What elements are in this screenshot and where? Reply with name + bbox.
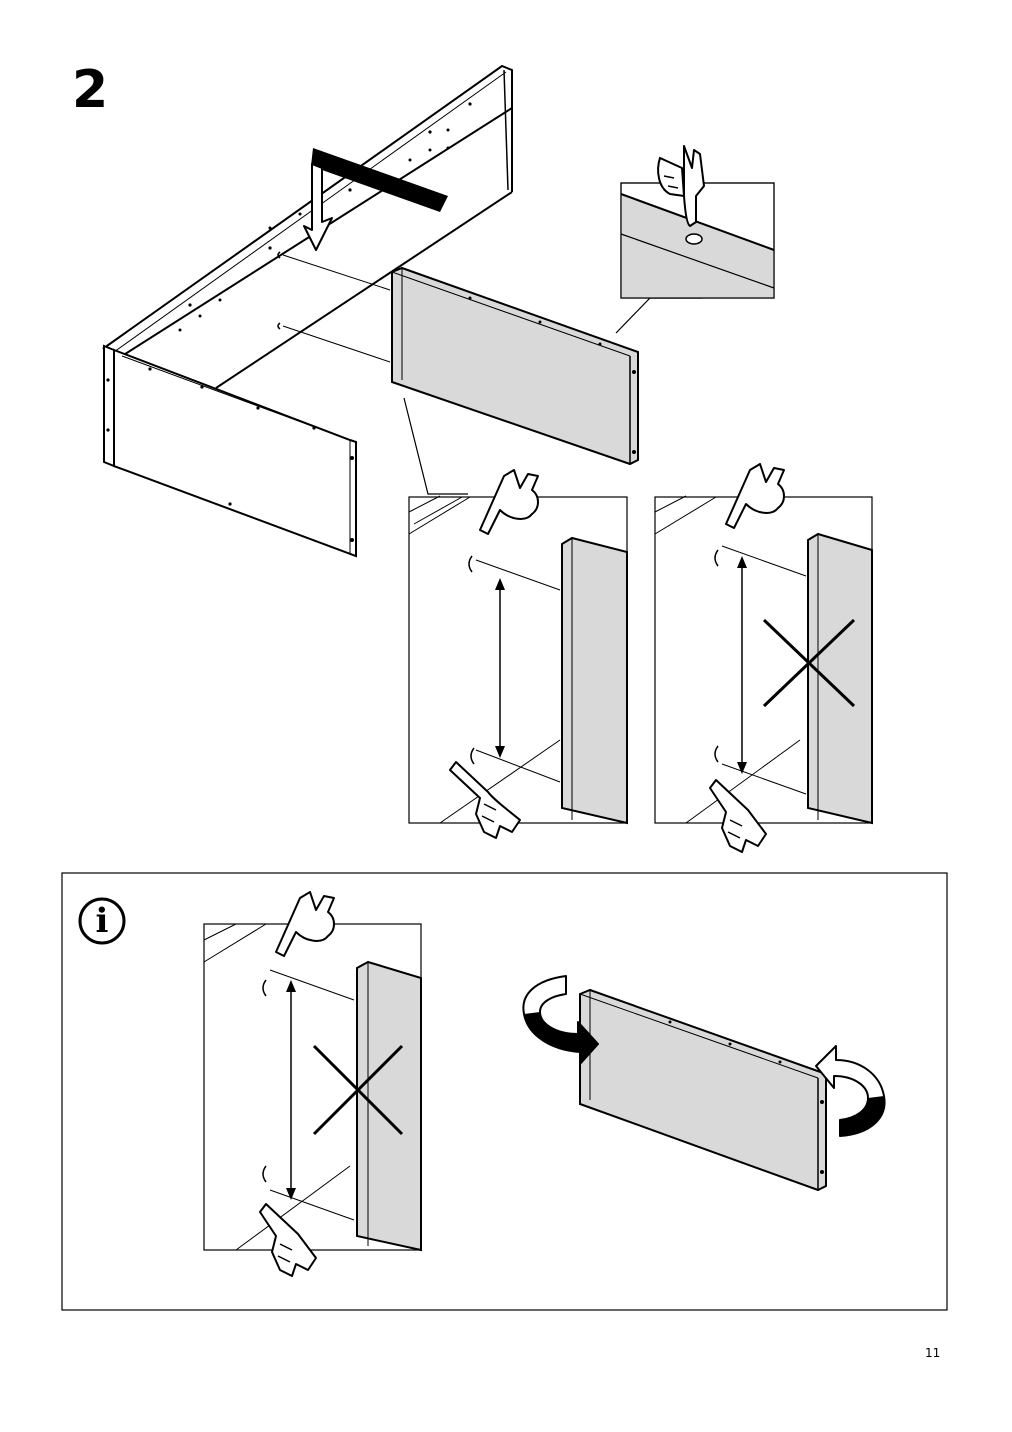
step-number: 2 bbox=[72, 60, 109, 120]
info-box bbox=[61, 872, 948, 1311]
info-icon bbox=[78, 897, 126, 945]
info-icon-letter: i bbox=[95, 901, 109, 941]
pointing-hand-icon bbox=[275, 891, 335, 957]
info-detail-incorrect bbox=[203, 891, 422, 1277]
pointing-hand-icon bbox=[479, 469, 539, 535]
cabinet-frame bbox=[101, 64, 513, 558]
pointing-hand-icon bbox=[657, 145, 705, 227]
shelf-pin-guides bbox=[277, 251, 391, 363]
pointing-hand-icon bbox=[709, 779, 767, 853]
pointing-hand-icon bbox=[725, 463, 785, 529]
detail-incorrect bbox=[654, 463, 873, 853]
detail-top-right bbox=[620, 145, 775, 299]
cross-mark-icon bbox=[312, 1044, 404, 1136]
page-number: 11 bbox=[925, 1346, 941, 1360]
detail-correct bbox=[408, 469, 628, 839]
cross-mark-icon bbox=[762, 618, 856, 708]
info-rotate-shelf bbox=[579, 988, 827, 1192]
pointing-hand-icon bbox=[449, 761, 521, 839]
down-arrow-icon bbox=[303, 148, 448, 251]
shelf-panel bbox=[391, 266, 639, 466]
pointing-hand-icon bbox=[259, 1203, 317, 1277]
rotate-arrow-icon bbox=[522, 975, 599, 1065]
rotate-arrow-icon bbox=[815, 1045, 886, 1137]
